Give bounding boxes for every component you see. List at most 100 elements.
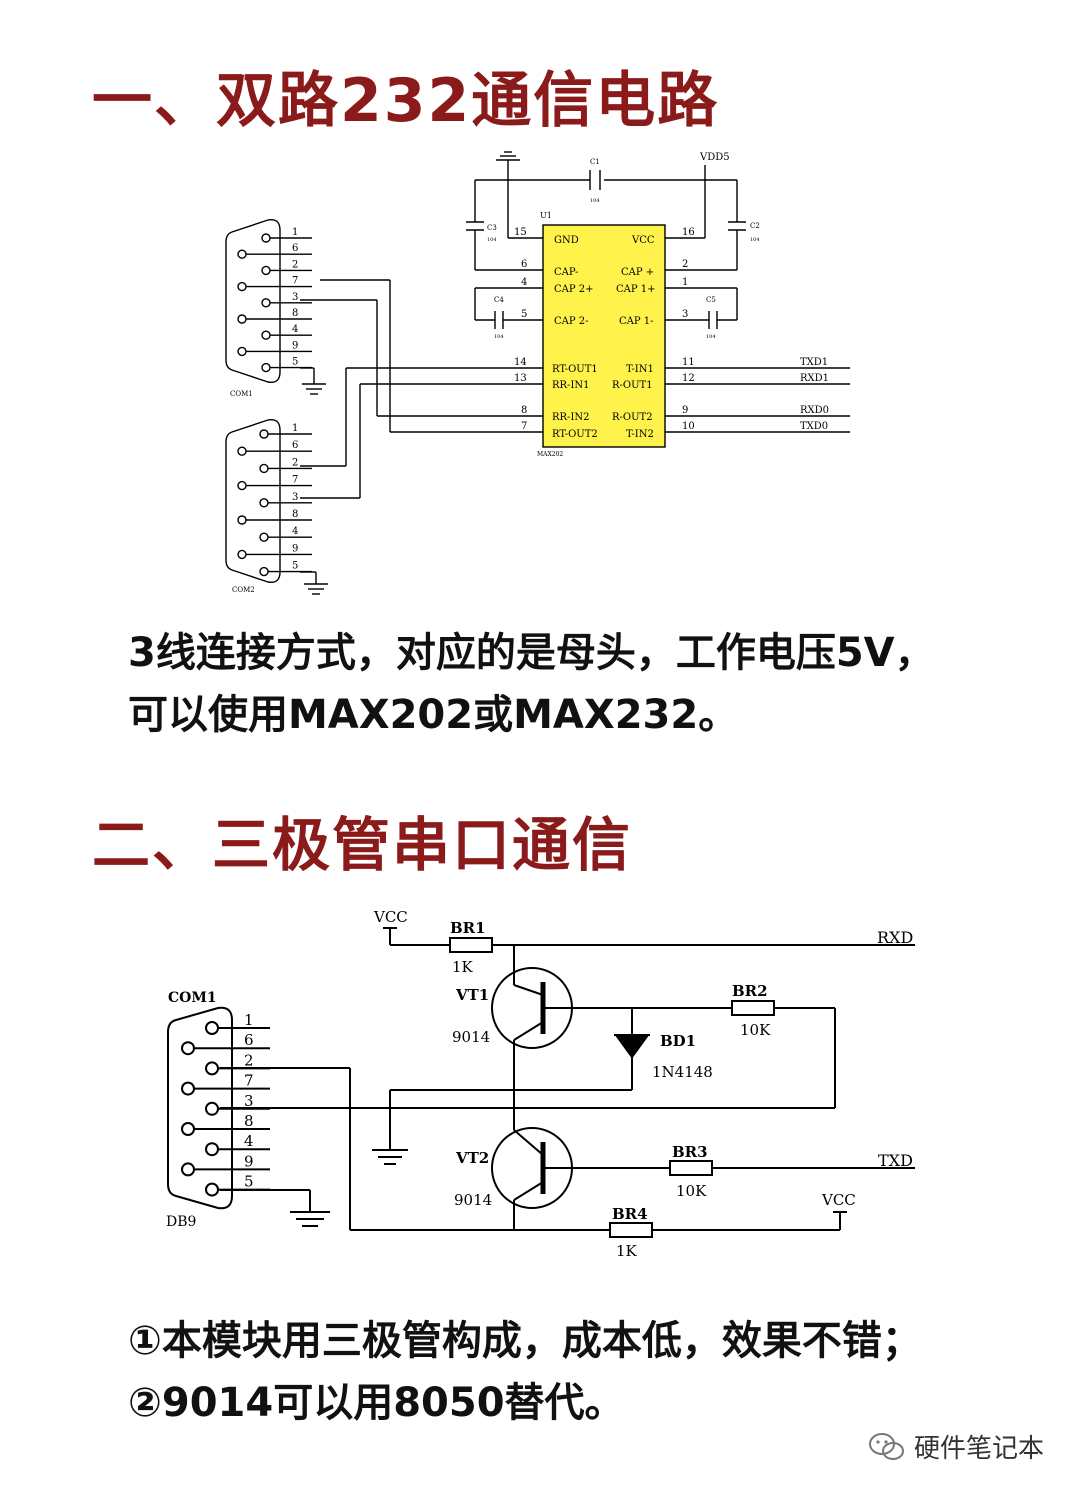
ic-right-pin-num: 16 xyxy=(682,227,695,238)
section2-title: 二、三极管串口通信 xyxy=(92,811,633,879)
ic-left-pin-name: RT-OUT2 xyxy=(552,429,598,440)
cap-c1: C1 xyxy=(590,158,600,166)
vt2-ref: VT2 xyxy=(455,1149,489,1167)
db9-pin-number: 1 xyxy=(244,1011,254,1029)
db9-pin-number: 6 xyxy=(292,440,298,451)
ic-left-pin-name: RR-IN1 xyxy=(552,380,590,391)
power-label: VDD5 xyxy=(699,152,730,163)
signal-label-rxd0: RXD0 xyxy=(800,405,829,416)
ic-right-pin-num: 3 xyxy=(682,309,688,320)
section1-description-line: 可以使用MAX202或MAX232。 xyxy=(128,692,739,738)
section1-description-line: 3线连接方式，对应的是母头，工作电压5V， xyxy=(128,630,935,676)
br1-ref: BR1 xyxy=(450,919,486,937)
ic-right-pin-num: 1 xyxy=(682,277,688,288)
db9-pin-number: 3 xyxy=(244,1092,254,1110)
txd-label: TXD xyxy=(878,1151,913,1170)
db9-pin xyxy=(205,1142,219,1157)
br4-value: 1K xyxy=(616,1242,638,1260)
db9-pin-number: 3 xyxy=(292,292,298,303)
ic-right-pin-name: T-IN2 xyxy=(626,429,654,440)
db9-pin-number: 2 xyxy=(244,1051,254,1069)
db9-pin-number: 8 xyxy=(292,509,298,520)
db9-pin xyxy=(181,1162,195,1177)
ic-right-pin-num: 10 xyxy=(682,421,695,432)
br3-ref: BR3 xyxy=(672,1143,708,1161)
vcc-label-top: VCC xyxy=(373,908,408,926)
section2-description: ①本模块用三极管构成，成本低，效果不错； ②9014可以用8050替代。 xyxy=(128,1310,922,1434)
db9-pin-number: 4 xyxy=(244,1132,254,1150)
db9-pin xyxy=(205,1021,219,1035)
db9-pin-number: 6 xyxy=(292,243,298,254)
db9-type-label: DB9 xyxy=(166,1214,196,1230)
br2-value: 10K xyxy=(740,1021,771,1039)
db9-pin-number: 2 xyxy=(292,457,298,468)
db9-pin-number: 5 xyxy=(292,357,298,368)
vt1-part: 9014 xyxy=(452,1028,490,1046)
db9-pin-number: 9 xyxy=(244,1152,254,1170)
ic-left-pin-num: 4 xyxy=(521,277,527,288)
ic-right-pin-num: 2 xyxy=(682,259,688,270)
section2-description-line: ①本模块用三极管构成，成本低，效果不错； xyxy=(128,1318,922,1364)
ic-left-pin-num: 6 xyxy=(521,259,527,270)
db9-pin-number: 1 xyxy=(292,227,298,238)
ic-right-pin-name: R-OUT2 xyxy=(612,412,653,423)
db9-pin-number: 7 xyxy=(292,276,298,287)
ic-right-pin-name: CAP + xyxy=(621,267,654,278)
cap-c3: C3 xyxy=(487,224,497,232)
db9-pin-number: 4 xyxy=(292,526,298,537)
db9-pin-number: 5 xyxy=(292,561,298,572)
ic-ref: U1 xyxy=(540,211,552,220)
cap-value-c1: 104 xyxy=(590,198,600,204)
db9-pin-number: 8 xyxy=(292,308,298,319)
max202-ic-body xyxy=(542,224,666,448)
ic-right-pin-name: VCC xyxy=(631,235,655,246)
wechat-icon xyxy=(869,1432,904,1460)
resistor-br4 xyxy=(609,1222,653,1238)
cap-value-c2: 104 xyxy=(750,237,760,243)
bd1-part: 1N4148 xyxy=(652,1063,713,1081)
ic-right-pin-name: R-OUT1 xyxy=(612,380,653,391)
resistor-br3 xyxy=(669,1160,713,1176)
cap-value-c3: 104 xyxy=(487,237,497,243)
vcc-label-bottom: VCC xyxy=(821,1191,856,1209)
dual-232-schematic: VDD5 U1 MAX202 C1 C2 C3 C4 C5 104 104 10… xyxy=(225,151,850,595)
ic-right-pin-num: 12 xyxy=(682,373,695,384)
ic-right-pin-num: 11 xyxy=(682,357,695,368)
connector-label-com2: COM2 xyxy=(232,586,255,594)
ic-left-pin-num: 8 xyxy=(521,405,527,416)
signal-label-txd0: TXD0 xyxy=(800,421,828,432)
rxd-label: RXD xyxy=(877,928,913,947)
db9-pin-number: 3 xyxy=(292,492,298,503)
db9-pin-number: 9 xyxy=(292,340,298,351)
ic-left-pin-num: 13 xyxy=(514,373,527,384)
section1-title: 一、双路232通信电路 xyxy=(92,66,720,136)
db9-pin-number: 7 xyxy=(244,1072,254,1090)
ic-left-pin-num: 5 xyxy=(521,309,527,320)
db9-pin-number: 4 xyxy=(292,324,298,335)
bd1-ref: BD1 xyxy=(660,1032,696,1050)
ic-right-pin-num: 9 xyxy=(682,405,688,416)
diode-bd1 xyxy=(614,1034,650,1059)
ic-right-pin-name: CAP 1- xyxy=(619,316,654,327)
db9-pin-number: 2 xyxy=(292,259,298,270)
ic-part: MAX202 xyxy=(537,451,563,458)
db9-pin xyxy=(181,1041,195,1056)
resistor-br1 xyxy=(449,937,493,953)
br4-ref: BR4 xyxy=(612,1205,648,1223)
ic-left-pin-num: 15 xyxy=(514,227,527,238)
db9-pin-number: 1 xyxy=(292,423,298,434)
ic-left-pin-name: CAP 2- xyxy=(554,316,589,327)
cap-c5: C5 xyxy=(706,296,716,304)
cap-value-c5: 104 xyxy=(706,334,716,340)
resistor-br2 xyxy=(731,1000,775,1016)
ic-left-pin-name: GND xyxy=(554,235,579,246)
signal-label-rxd1: RXD1 xyxy=(800,373,829,384)
cap-c4: C4 xyxy=(494,296,504,304)
signal-label-txd1: TXD1 xyxy=(800,357,828,368)
cap-value-c4: 104 xyxy=(494,334,504,340)
vt1-ref: VT1 xyxy=(455,986,489,1004)
connector-label-com1: COM1 xyxy=(230,390,253,398)
db9-pin xyxy=(205,1182,219,1197)
db9-connector xyxy=(167,1006,233,1210)
